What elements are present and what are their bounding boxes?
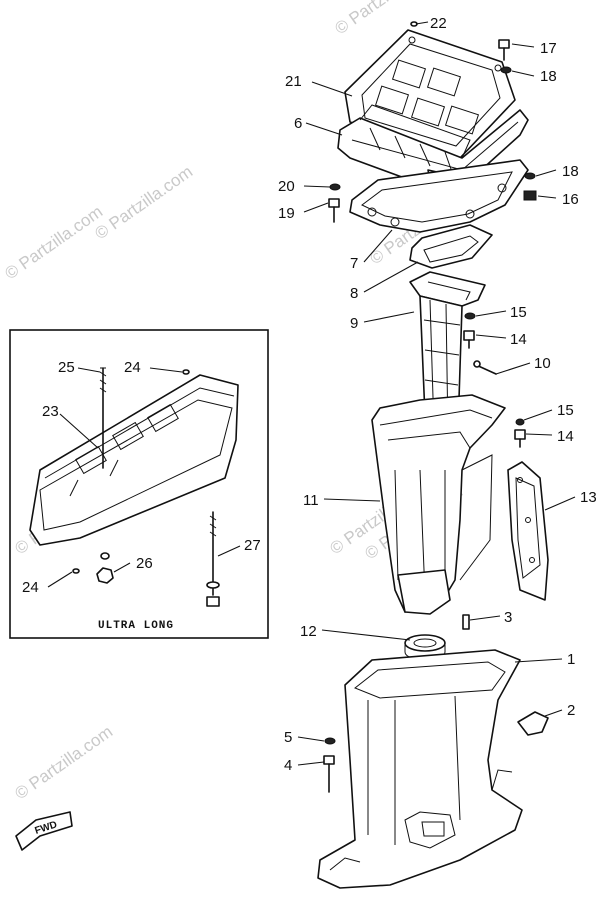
inset-ultra-long: ULTRA LONG — [9, 329, 269, 639]
callout-20: 20 — [278, 178, 295, 195]
gasket-7 — [349, 159, 529, 233]
callout-13: 13 — [580, 489, 597, 506]
callout-19: 19 — [278, 205, 295, 222]
gasket-8 — [409, 224, 493, 269]
callout-4: 4 — [284, 757, 292, 774]
callout-15: 15 — [510, 304, 527, 321]
callout-12: 12 — [300, 623, 317, 640]
callout-24: 24 — [22, 579, 39, 596]
callout-27: 27 — [244, 537, 261, 554]
watermark: © Partzilla.com — [11, 722, 116, 803]
callout-labels: 22 17 18 21 6 18 16 20 19 7 8 9 15 14 10… — [22, 15, 597, 774]
callout-25: 25 — [58, 359, 75, 376]
callout-22: 22 — [430, 15, 447, 32]
cap-2 — [517, 711, 549, 736]
callout-16: 16 — [562, 191, 579, 208]
callout-26: 26 — [136, 555, 153, 572]
callout-18: 18 — [540, 68, 557, 85]
grommet-12 — [404, 634, 446, 661]
callout-15: 15 — [557, 402, 574, 419]
lower-casing-1 — [317, 649, 523, 889]
fwd-arrow: FWD — [15, 811, 73, 851]
fasteners-right — [323, 21, 537, 793]
callout-10: 10 — [534, 355, 551, 372]
watermark: © Partzilla.com — [331, 0, 436, 38]
callout-23: 23 — [42, 403, 59, 420]
watermark: © Partzilla.com — [91, 162, 196, 243]
callout-7: 7 — [350, 255, 358, 272]
dowel-3 — [462, 614, 470, 630]
callout-8: 8 — [350, 285, 358, 302]
rubber-seal-13 — [507, 461, 549, 601]
clip-10 — [473, 360, 497, 375]
callout-5: 5 — [284, 729, 292, 746]
callout-14: 14 — [557, 428, 574, 445]
callout-2: 2 — [567, 702, 575, 719]
callout-24: 24 — [124, 359, 141, 376]
callout-17: 17 — [540, 40, 557, 57]
callout-11: 11 — [303, 492, 319, 509]
watermark: © Partzilla.com — [1, 202, 106, 283]
upper-casing-11 — [371, 394, 506, 615]
leader-lines — [297, 21, 576, 766]
callout-6: 6 — [294, 115, 302, 132]
callout-21: 21 — [285, 73, 302, 90]
callout-3: 3 — [504, 609, 512, 626]
callout-1: 1 — [567, 651, 575, 668]
callout-18: 18 — [562, 163, 579, 180]
callout-14: 14 — [510, 331, 527, 348]
gasket-21 — [344, 29, 516, 159]
callout-9: 9 — [350, 315, 358, 332]
inset-title: ULTRA LONG — [98, 620, 174, 632]
